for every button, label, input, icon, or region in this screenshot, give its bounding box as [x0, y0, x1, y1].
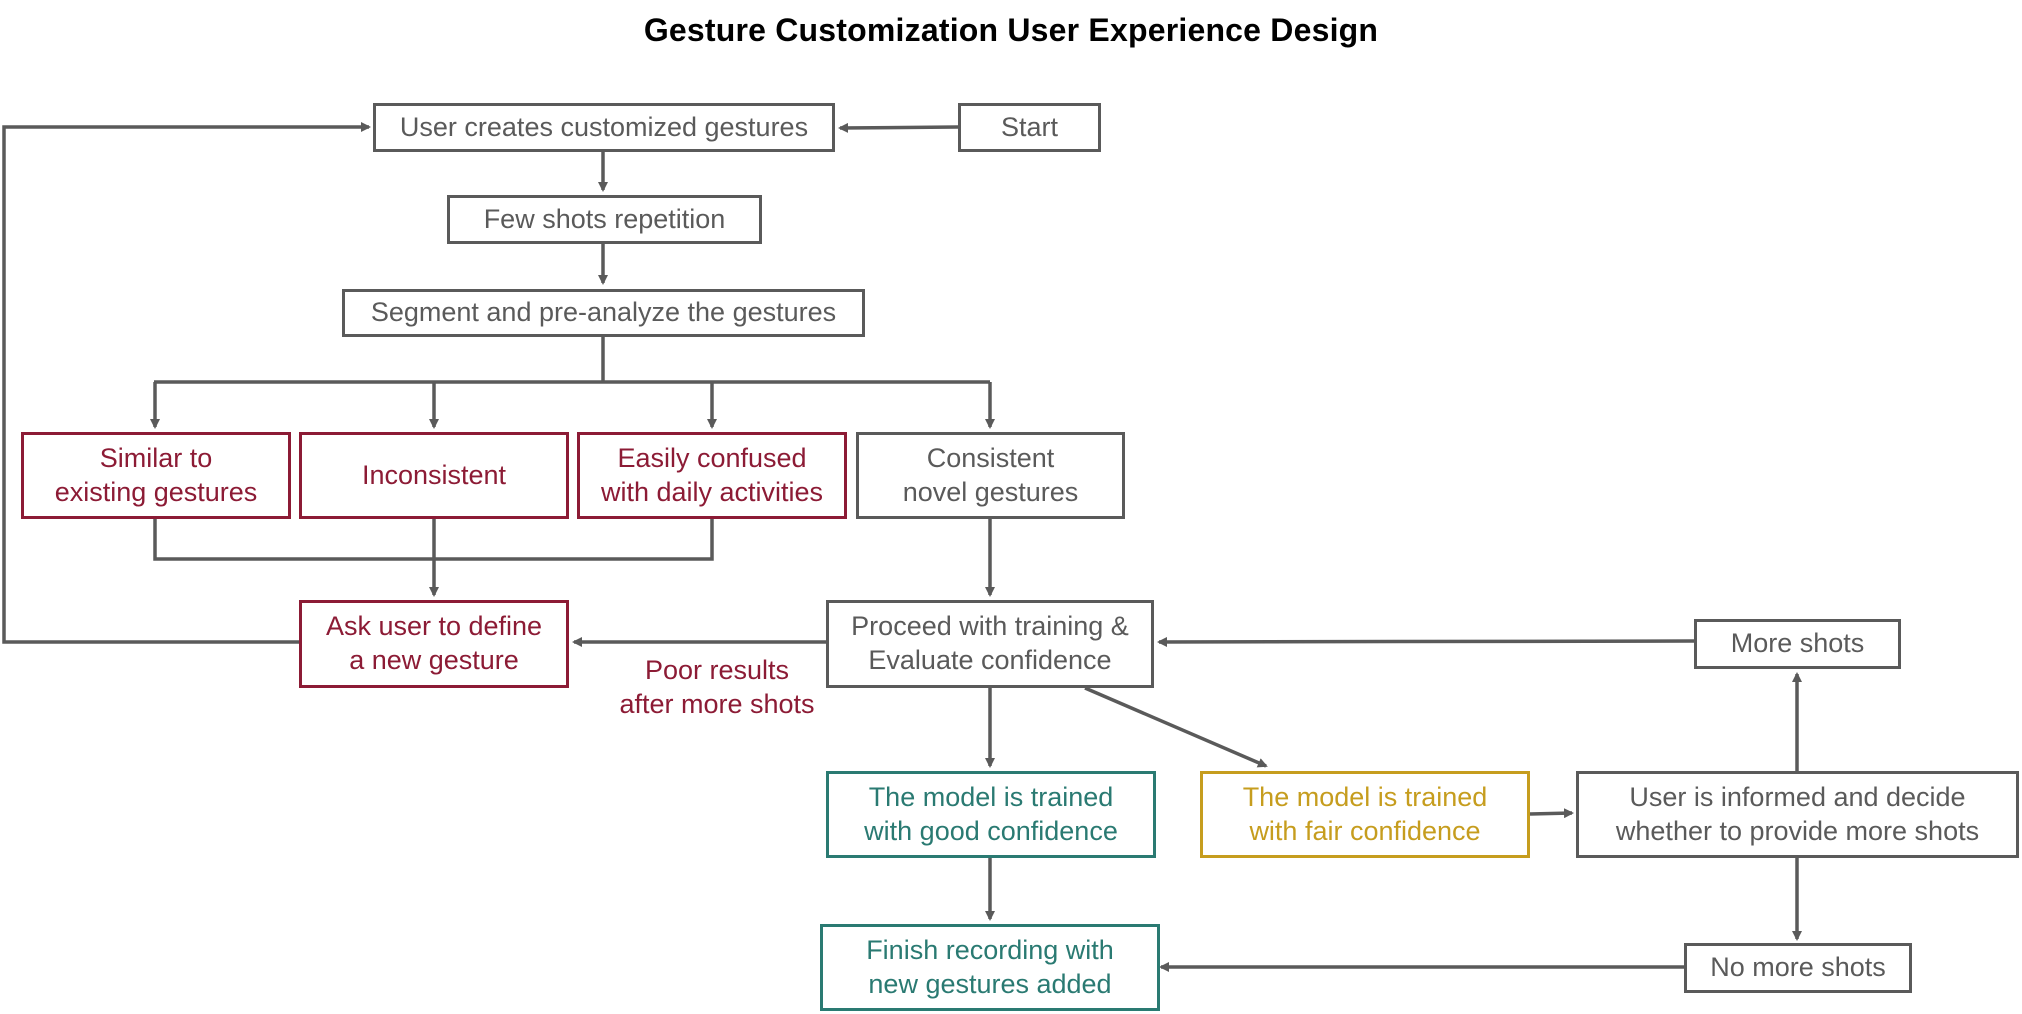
node-segment: Segment and pre-analyze the gestures [342, 289, 865, 337]
node-more-shots: More shots [1694, 619, 1901, 669]
node-inconsistent: Inconsistent [299, 432, 569, 519]
node-ask-user: Ask user to define a new gesture [299, 600, 569, 688]
edge-start-to-user-creates [838, 122, 959, 133]
edge-proceed-to-fair [1084, 686, 1268, 768]
diagram-title: Gesture Customization User Experience De… [643, 12, 1379, 48]
node-fair-confidence: The model is trained with fair confidenc… [1200, 771, 1530, 858]
node-no-more-shots: No more shots [1684, 943, 1912, 993]
node-few-shots: Few shots repetition [447, 195, 762, 244]
edge-similar-merge [153, 519, 714, 561]
edge-more-shots-to-proceed [1157, 636, 1695, 647]
node-finish: Finish recording with new gestures added [820, 924, 1160, 1011]
edge-ask-user-loop-back [2, 122, 371, 644]
node-start: Start [958, 103, 1101, 152]
node-proceed: Proceed with training & Evaluate confide… [826, 600, 1154, 688]
node-consistent: Consistent novel gestures [856, 432, 1125, 519]
edge-fair-to-user-informed [1529, 808, 1574, 819]
node-similar: Similar to existing gestures [21, 432, 291, 519]
label-poor-results: Poor results after more shots [619, 655, 815, 719]
node-user-creates: User creates customized gestures [373, 103, 835, 152]
node-good-confidence: The model is trained with good confidenc… [826, 771, 1156, 858]
node-user-informed: User is informed and decide whether to p… [1576, 771, 2019, 858]
node-easily-confused: Easily confused with daily activities [577, 432, 847, 519]
